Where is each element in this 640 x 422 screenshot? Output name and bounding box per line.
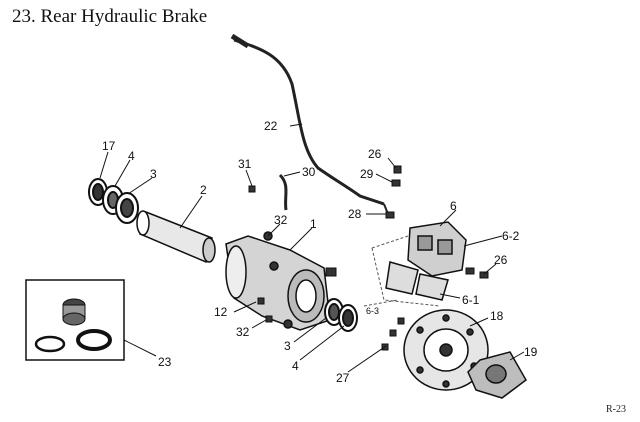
callout-26-right: 26: [494, 253, 508, 267]
fasteners: [381, 165, 489, 351]
callout-6: 6: [450, 199, 457, 213]
callout-22: 22: [264, 119, 278, 133]
callout-18: 18: [490, 309, 504, 323]
callout-29: 29: [360, 167, 374, 181]
hub-bolts: [248, 185, 337, 323]
callout-32-top: 32: [274, 213, 288, 227]
callout-4-bottom: 4: [292, 359, 299, 373]
wheel-hub-flange: [467, 351, 527, 399]
callout-30: 30: [302, 165, 316, 179]
brake-pipe: [278, 173, 288, 211]
callout-3-bottom: 3: [284, 339, 291, 353]
callout-12: 12: [214, 305, 228, 319]
leader-lines: [99, 123, 525, 373]
bearing-set-bottom: [324, 298, 358, 332]
brake-caliper: [385, 221, 467, 301]
brake-disc: [403, 309, 489, 391]
callout-4-top: 4: [128, 149, 135, 163]
callout-32-bottom: 32: [236, 325, 250, 339]
hub-carrier: [225, 231, 331, 331]
callout-26-top: 26: [368, 147, 382, 161]
callout-6-3: 6-3: [366, 306, 379, 316]
callout-31: 31: [238, 157, 252, 171]
assembly-guide-lines: [363, 235, 441, 307]
callout-17: 17: [102, 139, 116, 153]
bearing-set-top: [88, 178, 139, 224]
callout-19: 19: [524, 345, 538, 359]
page-code: R-23: [606, 404, 626, 415]
callout-6-2: 6-2: [502, 229, 520, 243]
callout-28: 28: [348, 207, 362, 221]
callout-6-1: 6-1: [462, 293, 480, 307]
callout-27: 27: [336, 371, 350, 385]
callout-1: 1: [310, 217, 317, 231]
bearing-kit-inset: [25, 279, 125, 361]
callout-23: 23: [158, 355, 172, 369]
callout-3-top: 3: [150, 167, 157, 181]
page-title: 23. Rear Hydraulic Brake: [12, 6, 208, 27]
spacer-sleeve: [136, 210, 216, 264]
callout-2: 2: [200, 183, 207, 197]
